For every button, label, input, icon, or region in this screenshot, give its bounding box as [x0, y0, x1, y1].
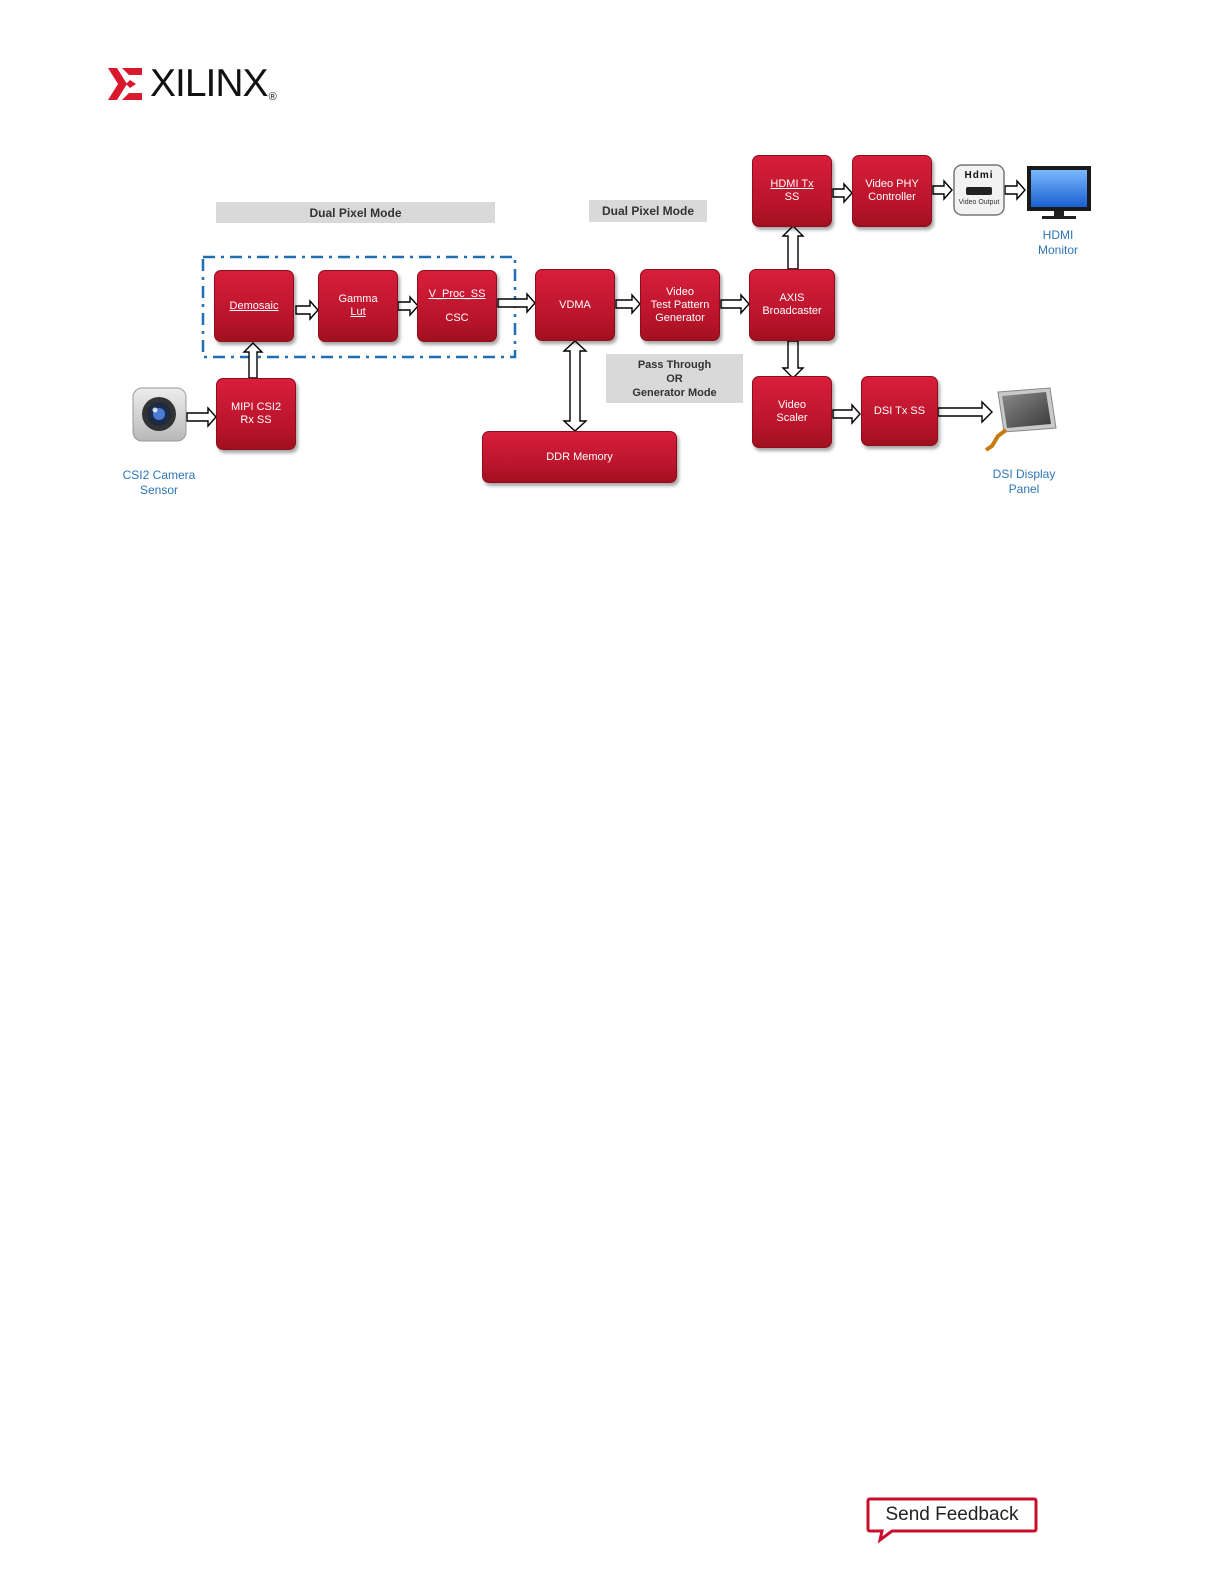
- arrow-dsi-panel: [937, 400, 993, 424]
- arrow-tpg-axis: [720, 293, 750, 315]
- arrow-gamma-vproc: [397, 295, 419, 317]
- arrow-demosaic-gamma: [295, 299, 319, 321]
- arrow-vphy-port: [932, 179, 953, 201]
- dsi-display-panel-caption: DSI Display Panel: [992, 467, 1056, 496]
- mipi-csi2-rx-ss-block: MIPI CSI2 Rx SS: [216, 378, 296, 450]
- arrow-camera-mipi: [186, 406, 217, 428]
- ddr-memory-block: DDR Memory: [482, 431, 677, 483]
- arrow-axis-scaler: [781, 340, 805, 379]
- logo-text: XILINX®: [150, 62, 277, 105]
- test-pattern-generator-block: Video Test Pattern Generator: [640, 269, 720, 341]
- send-feedback-label: Send Feedback: [885, 1504, 1019, 1525]
- hdmi-monitor-caption: HDMI Monitor: [1037, 228, 1078, 257]
- vdma-block: VDMA: [535, 269, 615, 341]
- axis-broadcaster-block: AXIS Broadcaster: [749, 269, 835, 341]
- hdmi-port-icon: [953, 164, 1005, 216]
- arrow-port-monitor: [1004, 179, 1026, 201]
- gamma-lut-block: Gamma Lut: [318, 270, 398, 342]
- arrow-mipi-demosaic: [242, 342, 264, 379]
- dsi-panel-icon: [984, 387, 1057, 452]
- hdmi-monitor-icon: [1027, 166, 1091, 219]
- arrow-scaler-dsi: [832, 403, 861, 425]
- camera-sensor-caption: CSI2 Camera Sensor: [122, 468, 196, 497]
- hdmi-tx-ss-block: HDMI Tx SS: [752, 155, 832, 227]
- diagram-canvas: [132, 164, 1091, 452]
- pass-through-band: Pass Through OR Generator Mode: [606, 354, 743, 403]
- dual-pixel-mode-band-1: Dual Pixel Mode: [216, 202, 495, 223]
- camera-icon: [132, 387, 187, 442]
- arrow-axis-hdmi: [781, 225, 805, 270]
- demosaic-block: Demosaic: [214, 270, 294, 342]
- hdmi-port-label: Video Output: [958, 199, 1000, 206]
- arrow-vdma-ddr: [562, 340, 588, 432]
- hdmi-port-logo: Hdmi: [964, 170, 994, 181]
- dsi-tx-ss-block: DSI Tx SS: [861, 376, 938, 446]
- xilinx-logo: XILINX®: [108, 62, 277, 105]
- xilinx-logo-icon: [108, 67, 142, 100]
- dual-pixel-mode-band-2: Dual Pixel Mode: [589, 200, 707, 222]
- send-feedback-frame: [866, 1497, 1038, 1543]
- arrow-vdma-tpg: [615, 293, 641, 315]
- send-feedback-link[interactable]: Send Feedback: [866, 1497, 1038, 1533]
- v-proc-ss-block: V_Proc_SS CSC: [417, 270, 497, 342]
- video-scaler-block: Video Scaler: [752, 376, 832, 448]
- video-phy-controller-block: Video PHY Controller: [852, 155, 932, 227]
- arrow-hdmi-vphy: [832, 182, 853, 204]
- arrow-vproc-vdma: [497, 292, 536, 314]
